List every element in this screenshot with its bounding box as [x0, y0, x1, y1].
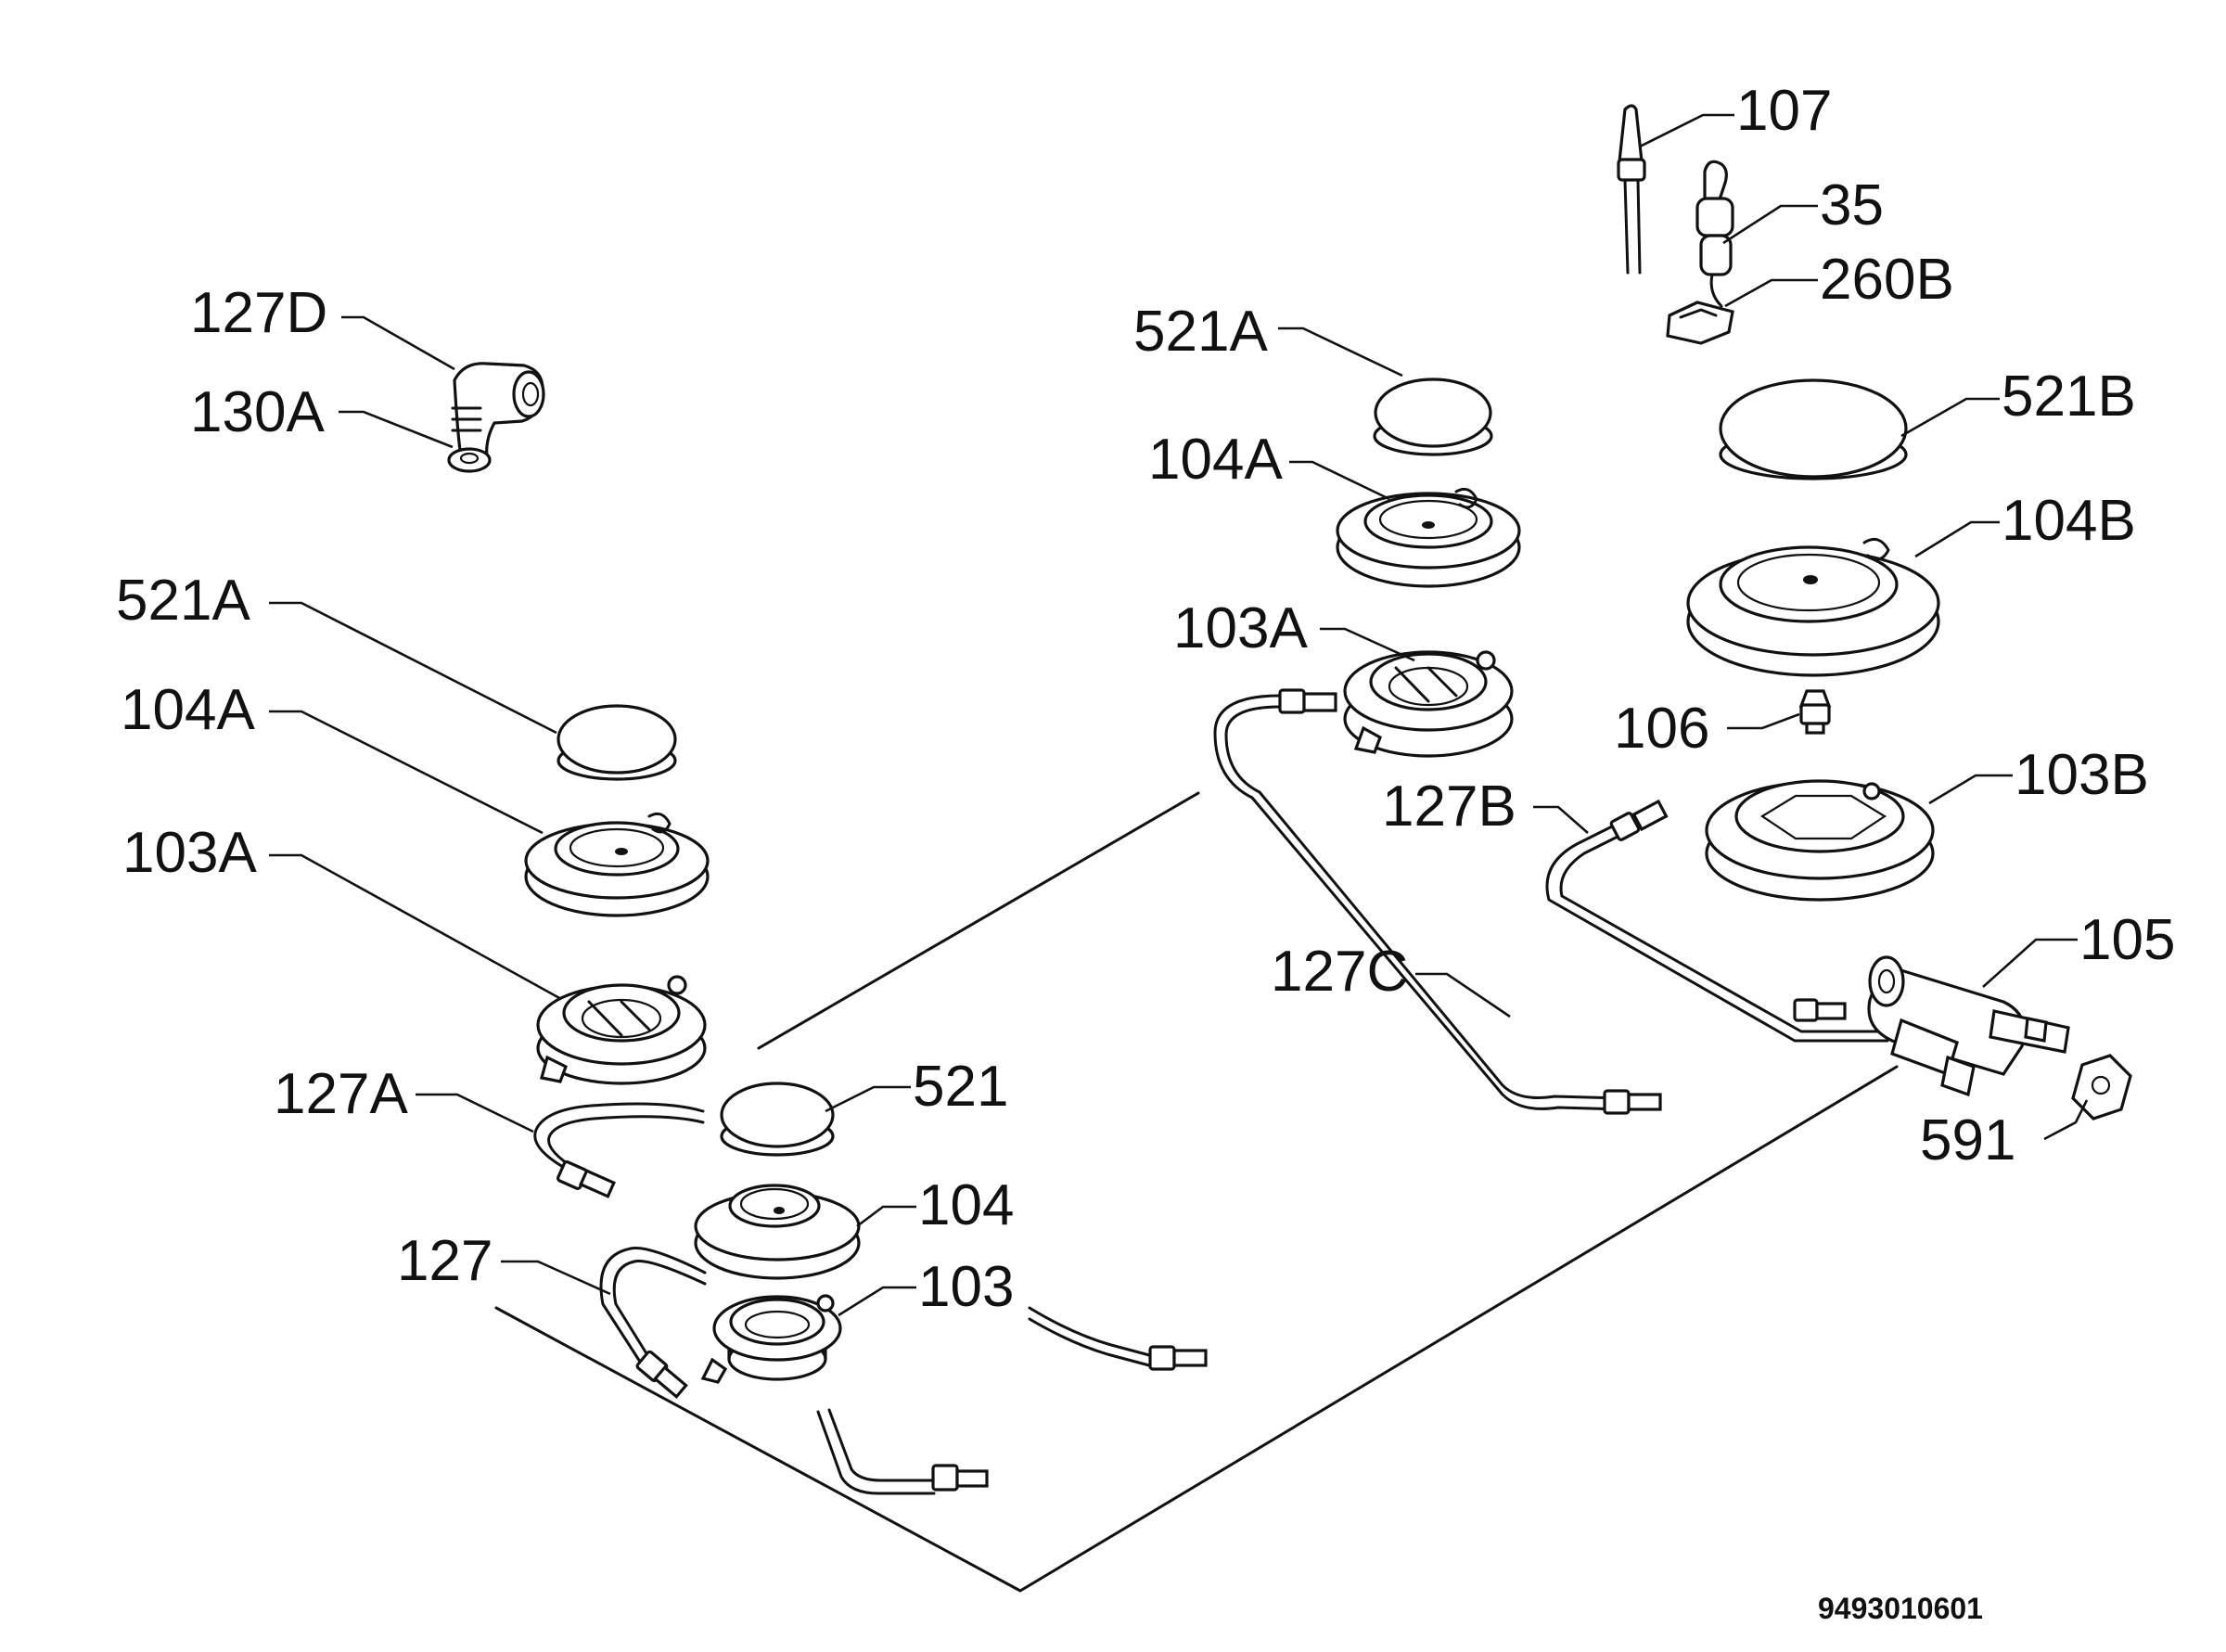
spring-clip-260b [1666, 301, 1734, 345]
washer-591 [2071, 1054, 2132, 1121]
callout-521: 521 [913, 1055, 1008, 1119]
callout-521a-right: 521A [1133, 300, 1268, 364]
burner-base-103a-right [1343, 650, 1514, 758]
gas-pipe-127b [1545, 799, 1890, 1043]
callout-591: 591 [1920, 1108, 2015, 1172]
callout-127: 127 [397, 1229, 493, 1293]
callout-104a-right: 104A [1148, 428, 1283, 492]
burner-base-103a-left [536, 975, 707, 1085]
burner-crown-104a-left [524, 812, 710, 917]
burner-crown-104a-right [1336, 487, 1521, 588]
burner-crown-104b [1686, 537, 1940, 677]
leader-lines [269, 113, 2089, 1317]
callout-260b: 260B [1820, 248, 1954, 312]
gas-pipe-103-outlet-right [1028, 1306, 1208, 1371]
callout-103: 103 [918, 1255, 1014, 1319]
callout-106: 106 [1614, 697, 1709, 761]
burner-cap-521b [1719, 378, 1908, 480]
seal-ring-130a [447, 447, 492, 473]
gas-pipe-103-outlet-down [816, 1408, 989, 1495]
callout-104: 104 [918, 1173, 1014, 1237]
burner-cap-521 [720, 1082, 835, 1157]
burner-cap-521a-right [1373, 378, 1493, 456]
callout-130a: 130A [190, 380, 325, 444]
thermocouple-107 [1617, 104, 1646, 275]
callout-107: 107 [1736, 79, 1832, 143]
callout-104a-left: 104A [121, 678, 255, 742]
gas-pipe-127c [1213, 688, 1662, 1115]
burner-cap-521a-left [556, 704, 677, 781]
elbow-connector-127d [451, 362, 545, 460]
callout-127c: 127C [1271, 940, 1408, 1004]
gas-pipe-127a [533, 1102, 705, 1198]
callout-104b: 104B [2002, 489, 2136, 553]
gas-pipe-127 [599, 1247, 707, 1400]
hob-outline [494, 791, 1899, 1593]
callout-105: 105 [2079, 908, 2175, 972]
burner-base-103b [1705, 779, 1935, 902]
callout-labels: 107 35 260B 127D 130A 521A 104A 521B 104… [116, 79, 2175, 1319]
injector-106 [1798, 689, 1832, 735]
callout-127a: 127A [274, 1062, 408, 1126]
drawing-code: 9493010601 [1818, 1592, 1983, 1625]
callout-103a-left: 103A [122, 821, 257, 885]
callout-127b: 127B [1382, 775, 1516, 839]
callout-127d: 127D [190, 281, 327, 345]
callout-103b: 103B [2015, 743, 2149, 807]
ignition-electrode-35 [1695, 160, 1734, 308]
burner-crown-104 [694, 1184, 861, 1280]
callout-103a-right: 103A [1173, 596, 1308, 660]
callout-35: 35 [1820, 173, 1884, 237]
gas-valve-105 [1867, 955, 2070, 1097]
burner-base-103 [700, 1294, 842, 1384]
callout-521a-left: 521A [116, 569, 250, 633]
callout-521b: 521B [2002, 365, 2136, 429]
